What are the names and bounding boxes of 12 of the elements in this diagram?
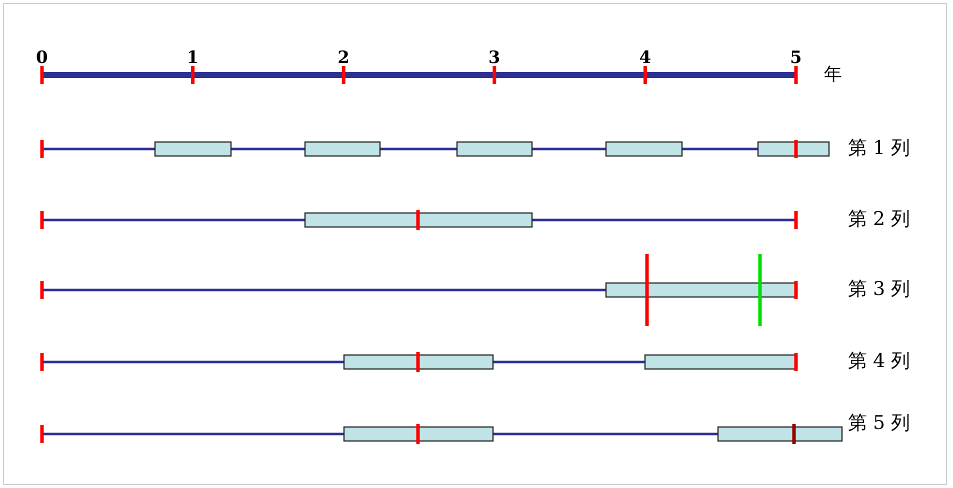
tick-label: 5 [790, 50, 802, 67]
row-label: 第 3 列 [848, 280, 910, 299]
row-label: 第 5 列 [848, 414, 910, 433]
row-label: 第 4 列 [848, 352, 910, 371]
unit-label: 年 [824, 66, 842, 84]
row-label: 第 2 列 [848, 210, 910, 229]
tick-label: 4 [639, 50, 652, 67]
tick-label: 1 [186, 50, 199, 67]
tick-label: 3 [488, 50, 500, 67]
tick-label: 2 [338, 50, 350, 67]
tick-label: 0 [36, 50, 48, 67]
row-label: 第 1 列 [848, 139, 910, 158]
